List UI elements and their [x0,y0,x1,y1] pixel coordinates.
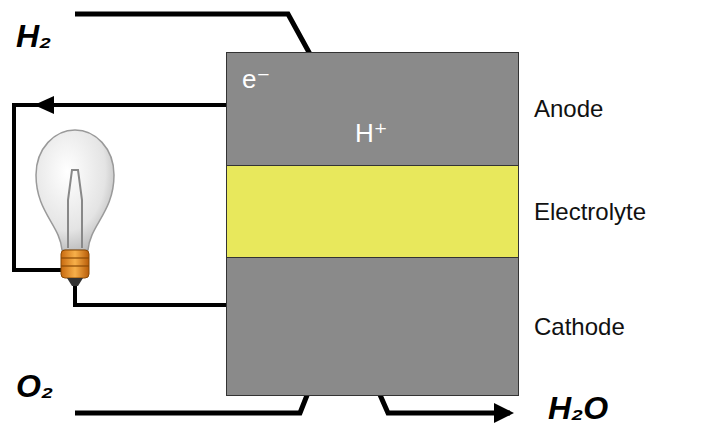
charge-label: e⁻ [242,66,270,92]
layer-label: Cathode [534,313,625,341]
water-label: H₂O [548,392,608,424]
bulb-contact [67,278,83,286]
bulb-filament [68,170,82,248]
bulb-base [61,250,89,278]
electrolyte-band: Electrolyte [226,165,519,258]
cathode-band: Cathode [226,257,519,396]
oxygen-label: O₂ [16,370,53,402]
charge-label: H⁺ [355,120,388,146]
hydrogen-label: H₂ [16,20,51,52]
bulb-thread [61,265,89,266]
bulb-glass [36,130,114,250]
layer-label: Electrolyte [534,198,646,226]
current-arrowhead [34,96,54,114]
layer-label: Anode [534,95,603,123]
bulb-thread [61,257,89,258]
